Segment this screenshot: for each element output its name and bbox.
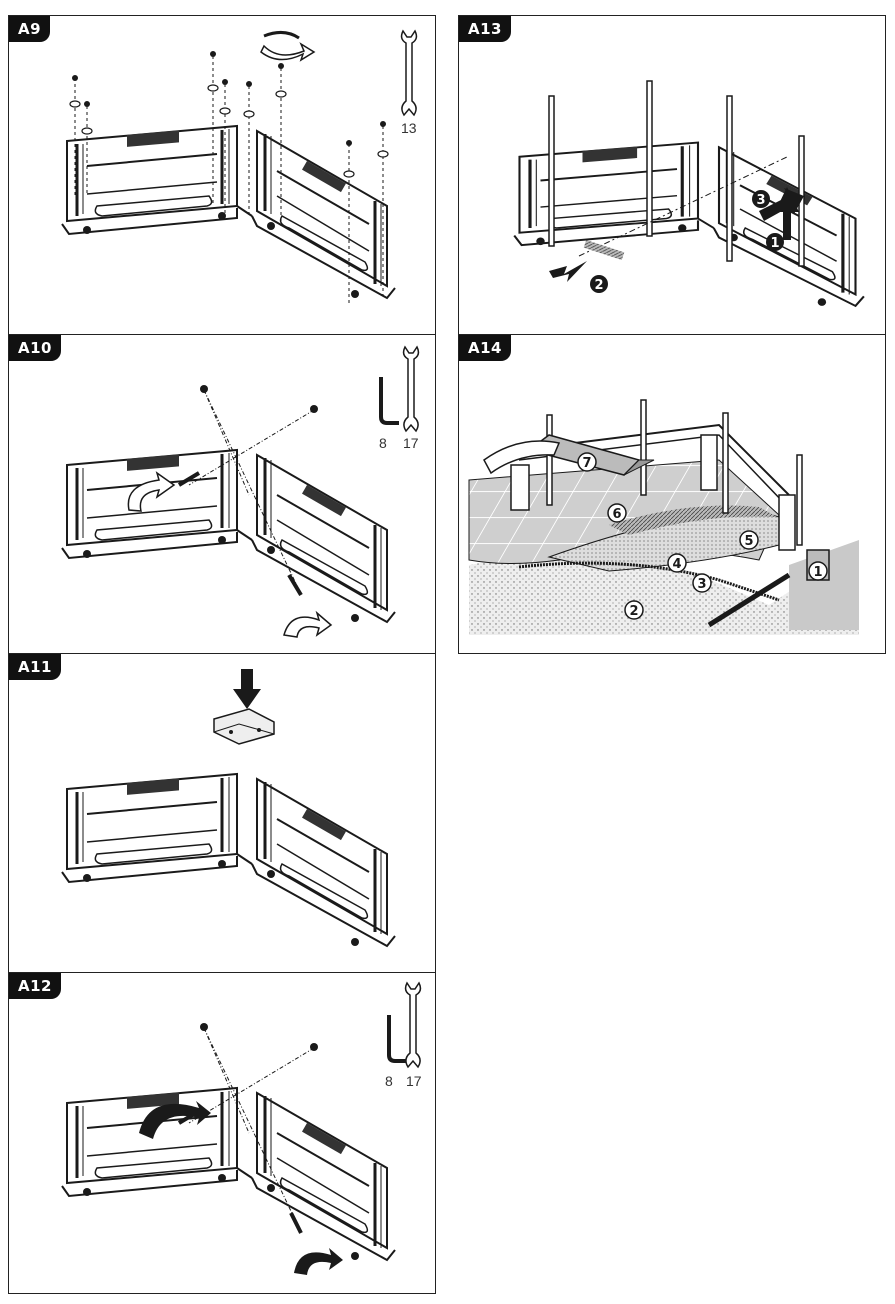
panel-label: A11	[9, 654, 61, 680]
panel-label: A10	[9, 335, 61, 361]
wrench-size: 13	[401, 120, 417, 136]
wrench-icon	[402, 345, 420, 433]
step-3: 3	[756, 193, 765, 208]
hex-key-size: 8	[385, 1073, 393, 1089]
panel-a14: A14	[458, 334, 886, 654]
hex-key-size: 8	[379, 435, 387, 451]
a11-illustration	[60, 669, 397, 948]
layer-4: 4	[672, 557, 681, 572]
a14-illustration: 1 2 3 4 5 6 7	[468, 399, 859, 635]
layer-6: 6	[612, 507, 621, 522]
wrench-icon	[404, 981, 422, 1069]
a12-illustration	[60, 981, 422, 1275]
step-2: 2	[594, 278, 603, 293]
layer-7: 7	[582, 456, 591, 471]
hex-key-icon	[379, 377, 399, 425]
hex-key-icon	[387, 1015, 407, 1063]
wrench-size: 17	[406, 1073, 422, 1089]
a13-illustration: 1 2 3	[512, 80, 866, 308]
layer-2: 2	[629, 604, 638, 619]
panel-label: A13	[459, 16, 511, 42]
layer-5: 5	[744, 534, 753, 549]
panel-label: A9	[9, 16, 51, 42]
layer-3: 3	[697, 577, 706, 592]
panel-a9: A9 13	[8, 15, 436, 335]
panel-a10: A10 8 17	[8, 334, 436, 654]
a9-illustration	[60, 29, 418, 306]
panel-a13: A13 1 2 3	[458, 15, 886, 335]
panel-label: A14	[459, 335, 511, 361]
step-1: 1	[770, 236, 779, 251]
wrench-icon	[400, 29, 418, 117]
panel-a11: A11	[8, 653, 436, 973]
panel-a12: A12 8 17	[8, 972, 436, 1294]
wrench-size: 17	[403, 435, 419, 451]
panel-label: A12	[9, 973, 61, 999]
layer-1: 1	[813, 565, 822, 580]
a10-illustration	[60, 345, 420, 638]
